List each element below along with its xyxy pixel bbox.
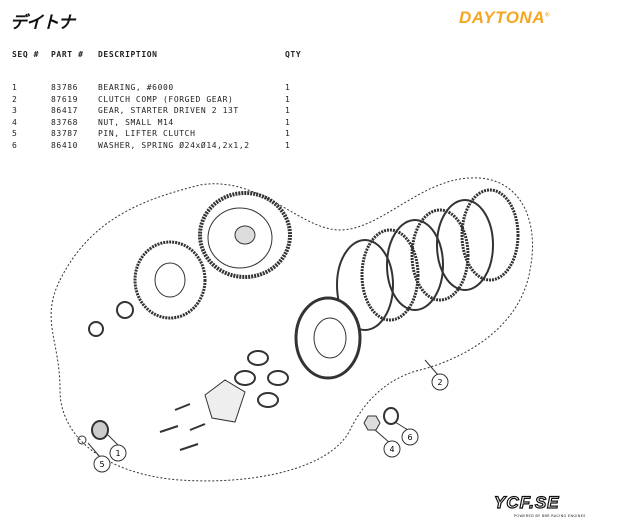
row-description: PIN, LIFTER CLUTCH <box>98 129 196 139</box>
callout-number: 6 <box>407 433 412 442</box>
spring-washer <box>383 407 399 425</box>
row-seq: 6 <box>12 141 18 150</box>
callout-number: 1 <box>115 449 120 458</box>
callout-2: 2 <box>431 373 449 391</box>
lifter-pin <box>77 435 87 445</box>
row-qty: 1 <box>285 141 291 150</box>
row-part-number: 83786 <box>51 83 79 92</box>
ycf-logo: YCF.SE <box>493 492 560 512</box>
clutch-assembly-outline <box>50 177 533 482</box>
ycf-tagline: POWERED BY BBR RACING ENGINES <box>514 514 586 518</box>
row-qty: 1 <box>285 83 291 92</box>
brand-name: DAYTONA <box>459 8 545 27</box>
callout-1: 1 <box>109 444 127 462</box>
callout-6: 6 <box>401 428 419 446</box>
washer <box>116 301 134 319</box>
row-description: WASHER, SPRING Ø24xØ14,2x1,2 <box>98 141 250 150</box>
daytona-jp-logo: デイトナ <box>10 13 75 33</box>
callout-circle <box>383 440 401 458</box>
callout-circle <box>93 455 111 473</box>
row-seq: 1 <box>12 83 18 92</box>
row-part-number: 87619 <box>51 94 79 104</box>
row-description: GEAR, STARTER DRIVEN 2 13T <box>98 106 239 116</box>
row-part-number: 83787 <box>51 129 79 139</box>
callout-number: 5 <box>99 460 104 469</box>
row-description: CLUTCH COMP (FORGED GEAR) <box>98 94 234 104</box>
clutch-exploded-view: 1 2 4 5 6 <box>50 177 533 482</box>
bearing <box>91 420 109 440</box>
daytona-logo: DAYTONA® <box>459 8 550 28</box>
header-seq: SEQ # <box>12 50 40 59</box>
row-qty: 1 <box>285 94 291 104</box>
callout-5: 5 <box>93 455 111 473</box>
clutch-plates <box>336 188 520 331</box>
clutch-hub <box>294 296 362 380</box>
clutch-springs <box>234 350 289 408</box>
row-part-number: 86410 <box>51 141 79 150</box>
callout-circle <box>401 428 419 446</box>
registered-mark: ® <box>545 12 550 19</box>
row-description: NUT, SMALL M14 <box>98 117 174 127</box>
nut <box>363 415 381 431</box>
row-qty: 1 <box>285 117 291 127</box>
row-seq: 4 <box>12 117 18 127</box>
bolts <box>159 403 206 451</box>
callout-circle <box>109 444 127 462</box>
pressure-plate <box>204 379 246 423</box>
row-part-number: 86417 <box>51 106 79 116</box>
callout-circle <box>431 373 449 391</box>
row-description: BEARING, #6000 <box>98 83 174 92</box>
row-seq: 3 <box>12 106 18 116</box>
circlip <box>88 321 104 337</box>
row-qty: 1 <box>285 129 291 139</box>
starter-driven-gear <box>133 240 207 320</box>
row-seq: 5 <box>12 129 18 139</box>
callout-number: 4 <box>389 445 394 454</box>
row-qty: 1 <box>285 106 291 116</box>
row-part-number: 83768 <box>51 117 79 127</box>
callout-number: 2 <box>437 378 442 387</box>
header-description: DESCRIPTION <box>98 50 158 59</box>
header-part: PART # <box>51 50 84 59</box>
clutch-basket <box>198 191 292 279</box>
callout-4: 4 <box>383 440 401 458</box>
header-qty: QTY <box>285 50 302 59</box>
row-seq: 2 <box>12 94 18 104</box>
